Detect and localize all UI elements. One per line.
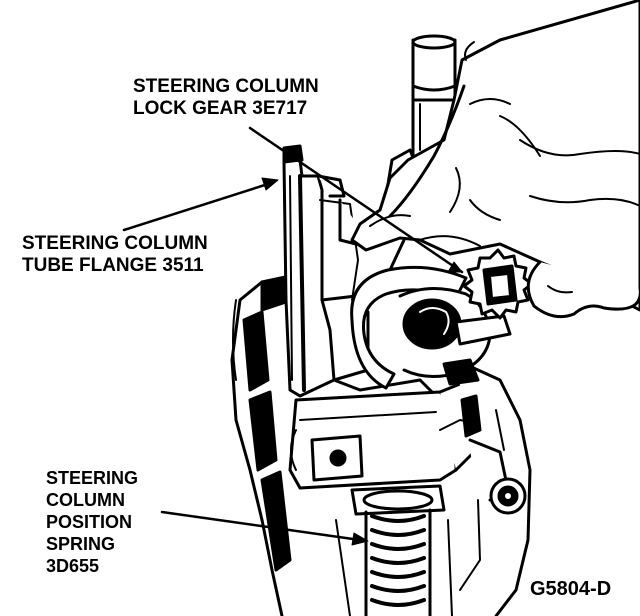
position-spring-label-line-3: POSITION [46,512,133,532]
position-spring-leader [160,510,362,542]
position-spring-label-line-1: STEERING [46,468,139,488]
hand [350,0,640,319]
lock-gear-label-line-2: LOCK GEAR 3E717 [133,98,308,119]
position-spring-label-line-2: COLUMN [46,490,125,510]
position-spring-label-line-4: SPRING [46,534,116,554]
position-spring-label-line-5: 3D655 [46,556,100,576]
lower-housing [230,274,294,616]
leader-lines [122,126,464,546]
lock-gear-leader [248,126,464,274]
lock-ring [350,265,512,390]
tube-flange-label-line-1: STEERING COLUMN [22,233,208,254]
tube-flange-leader [122,182,270,232]
figure-id: G5804-D [530,578,612,600]
lock-gear-label: STEERING COLUMN LOCK GEAR 3E717 [133,76,319,120]
right-housing [454,358,532,616]
position-spring-label: STEERING COLUMN POSITION SPRING 3D655 [46,467,138,577]
position-spring [335,484,453,616]
lock-gear [462,248,534,320]
housing-front [288,378,488,490]
tube-flange-label-line-2: TUBE FLANGE 3511 [22,255,204,276]
lock-gear-label-line-1: STEERING COLUMN [133,76,319,97]
tube-flange-label: STEERING COLUMN TUBE FLANGE 3511 [22,233,208,277]
